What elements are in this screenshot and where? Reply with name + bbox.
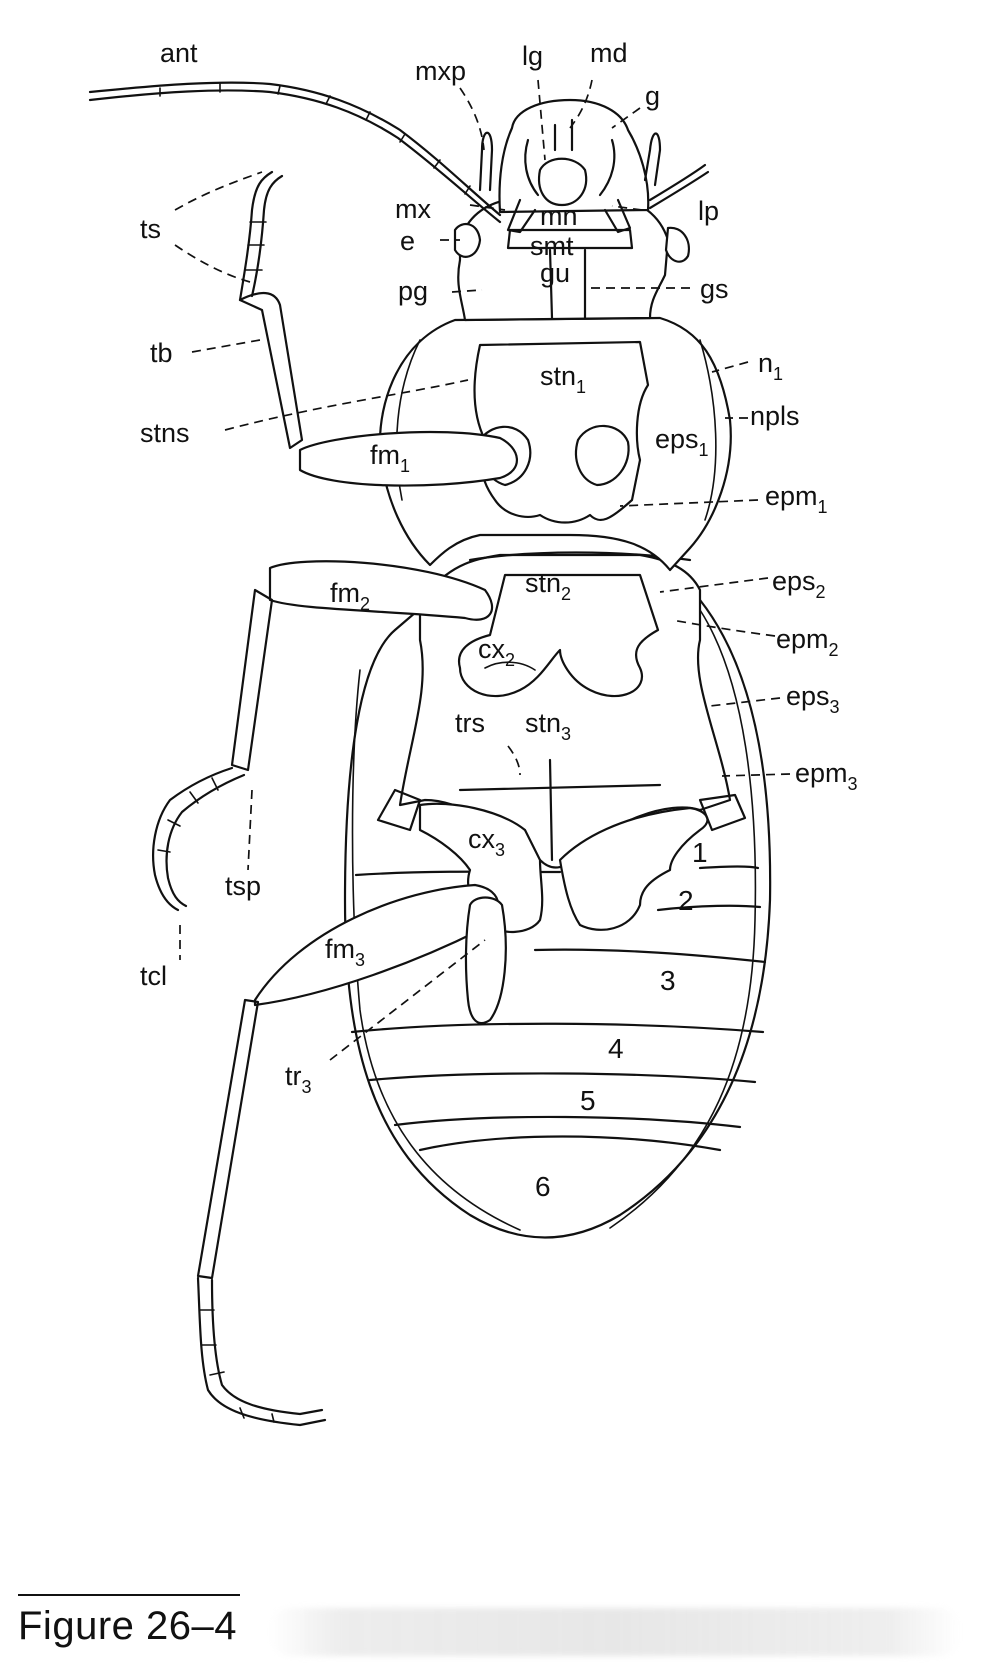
label-cx3: cx3 <box>468 824 505 860</box>
segment-6: 6 <box>535 1171 551 1202</box>
label-eps1: eps1 <box>655 424 709 460</box>
label-epm1: epm1 <box>765 481 828 517</box>
label-epm3: epm3 <box>795 758 858 794</box>
segment-3: 3 <box>660 965 676 996</box>
label-npls: npls <box>750 401 800 431</box>
segment-5: 5 <box>580 1085 596 1116</box>
figure-caption: Figure 26–4 <box>18 1604 237 1648</box>
hind-leg <box>196 883 507 1427</box>
front-leg <box>238 170 518 487</box>
label-epm2: epm2 <box>776 624 839 660</box>
label-tsp: tsp <box>225 871 261 901</box>
label-gs: gs <box>700 274 729 304</box>
label-fm2: fm2 <box>330 578 370 614</box>
prothorax-outline <box>378 316 732 572</box>
label-mx: mx <box>395 194 431 224</box>
label-tb: tb <box>150 338 173 368</box>
label-ts: ts <box>140 214 161 244</box>
label-tcl: tcl <box>140 961 167 991</box>
label-fm1: fm1 <box>370 440 410 476</box>
label-cx2: cx2 <box>478 634 515 670</box>
label-mn: mn <box>540 201 578 231</box>
labels: ant mxp lg md g mx mn lp e smt gu pg gs … <box>140 38 858 1202</box>
label-gu: gu <box>540 258 570 288</box>
segment-2: 2 <box>678 885 694 916</box>
label-tr3: tr3 <box>285 1061 312 1097</box>
label-fm3: fm3 <box>325 934 365 970</box>
label-stn1: stn1 <box>540 361 586 397</box>
head-outline <box>453 98 690 322</box>
label-pg: pg <box>398 276 428 306</box>
leader-lines <box>174 79 791 1061</box>
label-lp: lp <box>698 196 719 226</box>
scan-smudge <box>270 1608 960 1656</box>
label-smt: smt <box>530 231 574 261</box>
label-g: g <box>645 81 660 111</box>
label-e: e <box>400 226 415 256</box>
label-stns: stns <box>140 418 190 448</box>
label-md: md <box>590 38 628 68</box>
antennae <box>88 81 710 224</box>
label-eps2: eps2 <box>772 566 826 602</box>
segment-1: 1 <box>692 837 708 868</box>
label-n1: n1 <box>758 348 783 384</box>
label-mxp: mxp <box>415 56 466 86</box>
thorax-outline <box>376 551 747 933</box>
middle-leg <box>152 560 494 912</box>
label-trs: trs <box>455 708 485 738</box>
label-stn3: stn3 <box>525 708 571 744</box>
caption-rule <box>18 1594 240 1596</box>
label-ant: ant <box>160 38 198 68</box>
label-lg: lg <box>522 41 543 71</box>
segment-4: 4 <box>608 1033 624 1064</box>
label-eps3: eps3 <box>786 681 840 717</box>
label-stn2: stn2 <box>525 568 571 604</box>
